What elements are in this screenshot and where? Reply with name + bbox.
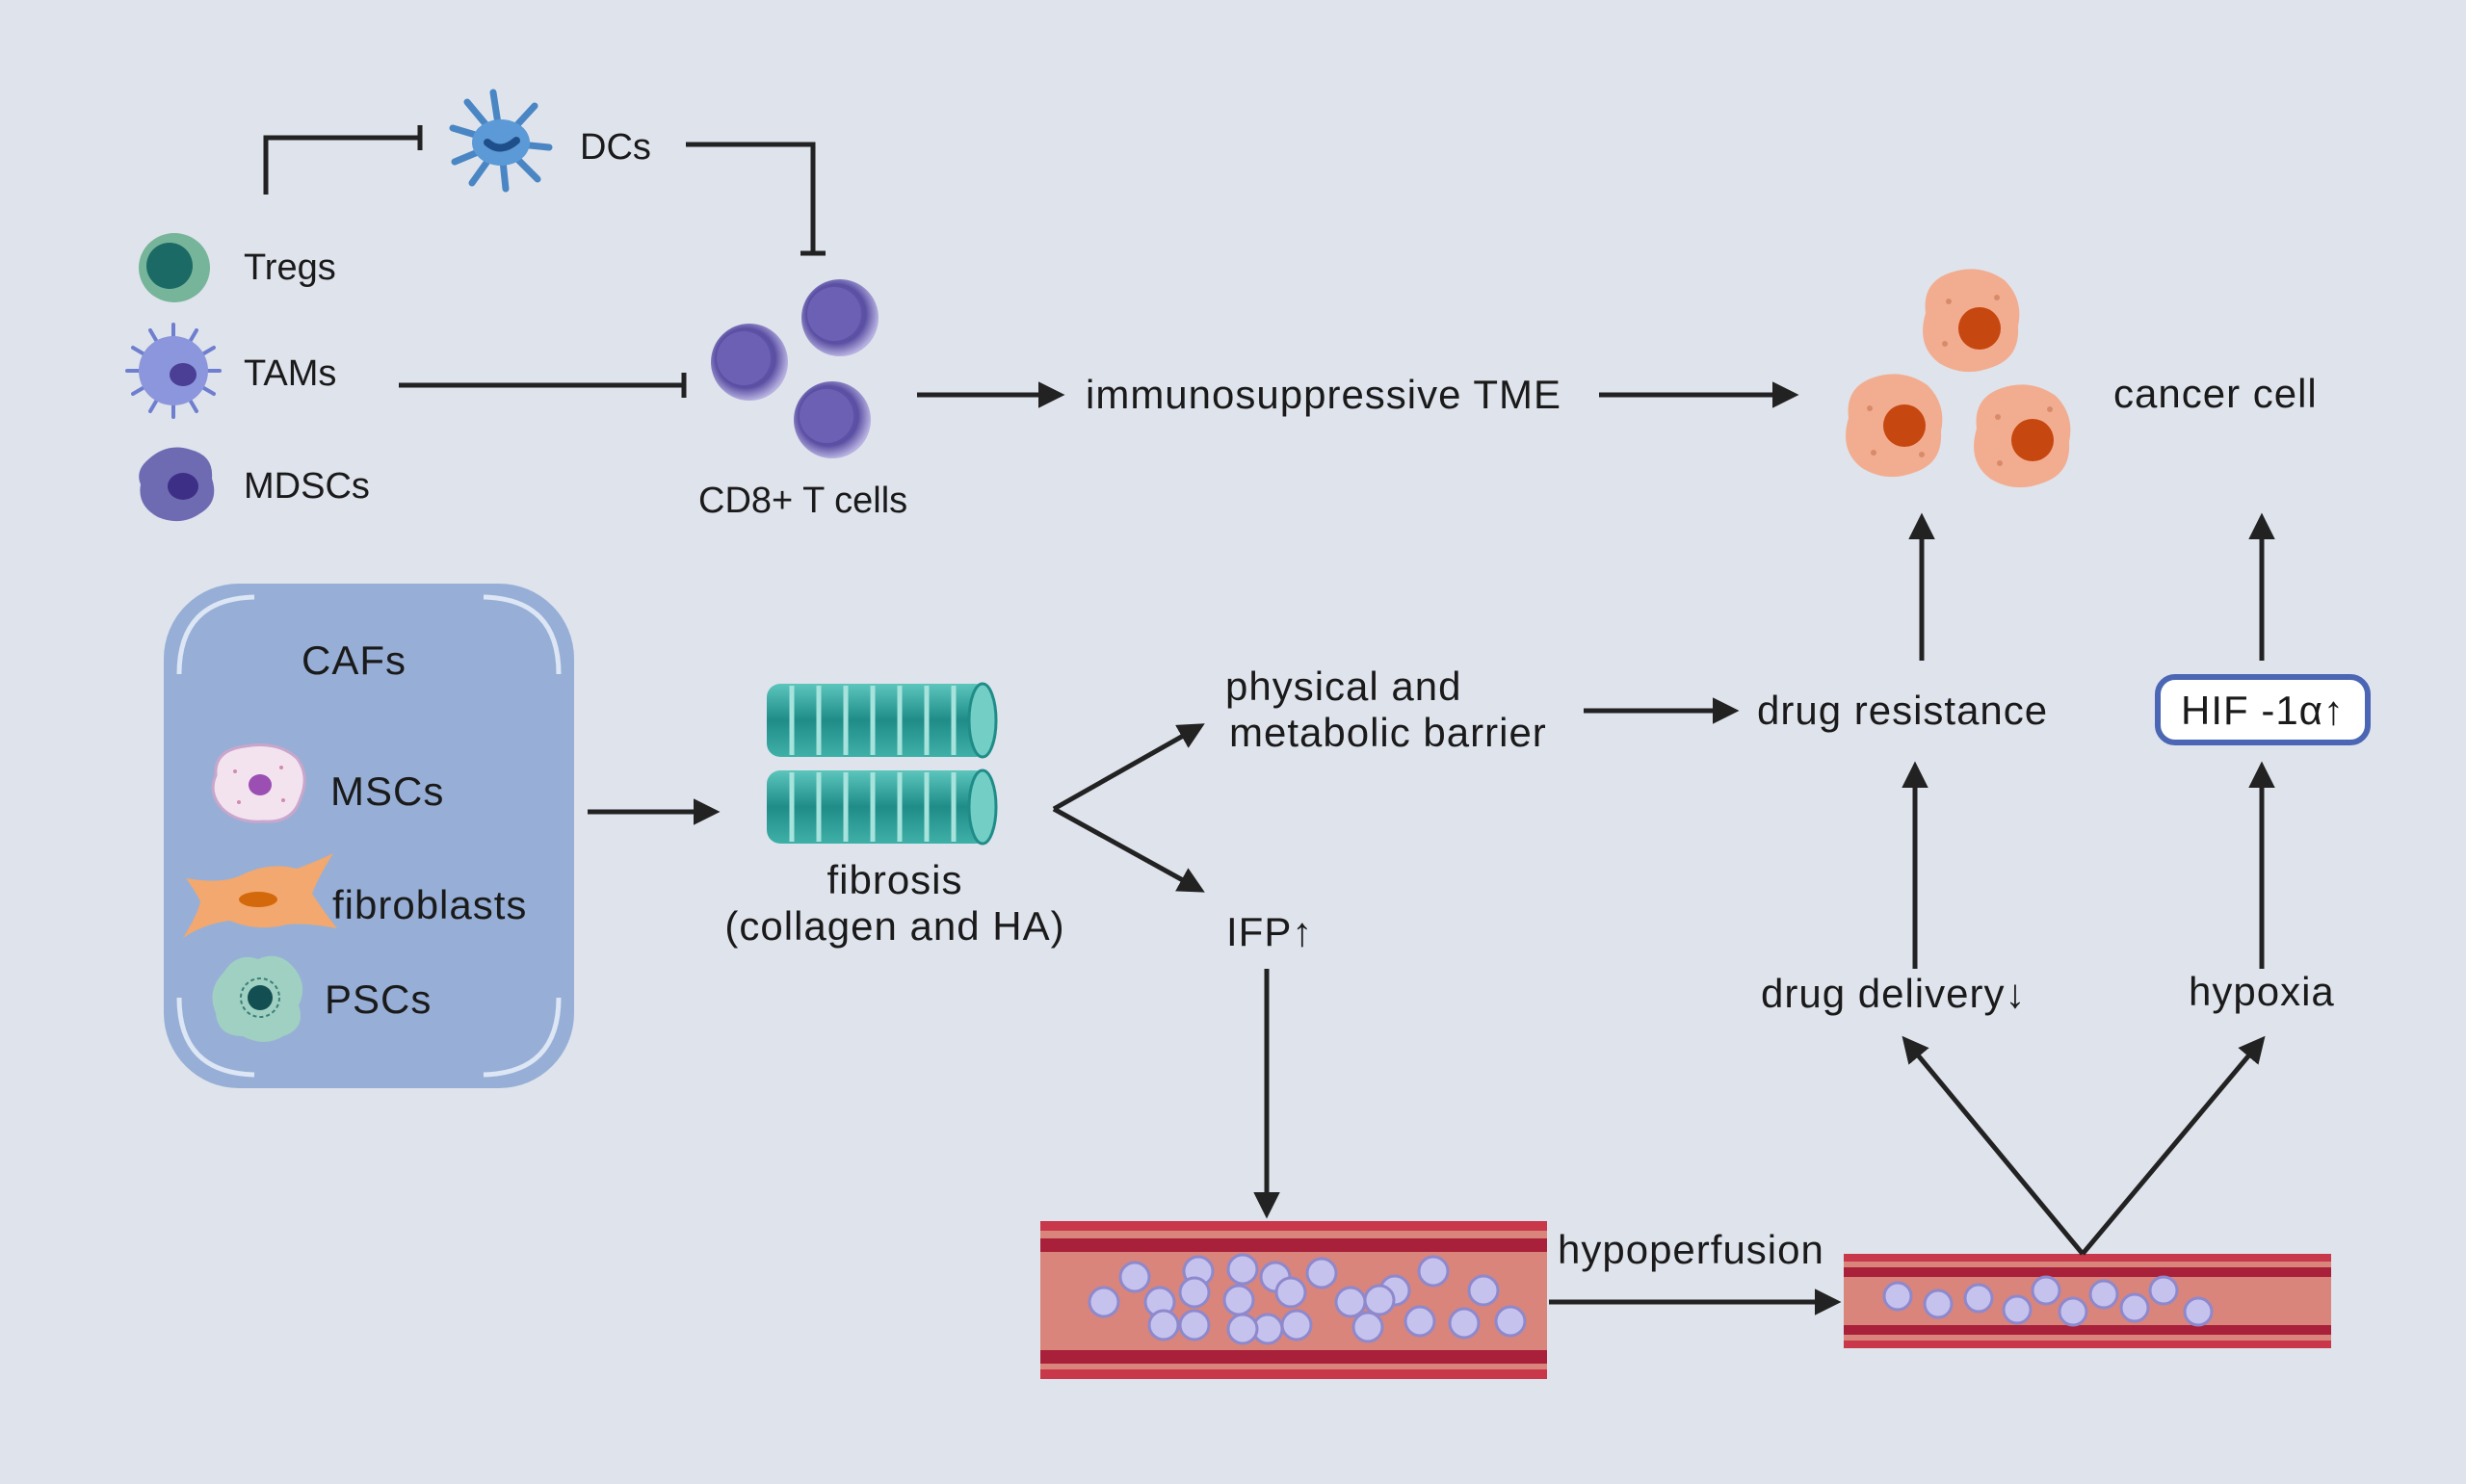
fibroblast-cell-icon bbox=[183, 853, 337, 938]
tregs-label: Tregs bbox=[244, 247, 336, 288]
drug-delivery-label: drug delivery↓ bbox=[1761, 971, 2026, 1016]
cd8-label: CD8+ T cells bbox=[698, 481, 907, 521]
mdscs-label: MDSCs bbox=[244, 466, 370, 507]
msc-label: MSCs bbox=[330, 768, 444, 814]
blood-vessel-icon bbox=[1844, 1254, 2331, 1348]
cd8-t-cell-icon bbox=[711, 279, 879, 458]
tam-cell-icon bbox=[125, 323, 222, 419]
fibrosis-line1: fibrosis bbox=[826, 857, 962, 902]
mdsc-cell-icon bbox=[139, 447, 215, 522]
cafs-title: CAFs bbox=[302, 638, 407, 683]
fibrosis-to-barrier-arrow bbox=[1052, 723, 1205, 812]
msc-cell-icon bbox=[211, 743, 306, 823]
tme-label: immunosuppressive TME bbox=[1086, 372, 1561, 417]
drug-resistance-label: drug resistance bbox=[1757, 688, 2048, 733]
dcs-label: DCs bbox=[580, 127, 651, 168]
hypoperfusion-label: hypoperfusion bbox=[1558, 1227, 1824, 1272]
cancer-cell-label: cancer cell bbox=[2113, 371, 2318, 416]
psc-cell-icon bbox=[212, 955, 303, 1042]
blood-vessel-icon bbox=[1040, 1221, 1547, 1379]
vessel-to-hypoxia-arrow bbox=[2081, 1035, 2266, 1256]
fibroblasts-label: fibroblasts bbox=[332, 882, 527, 927]
hif-label: HIF -1α↑ bbox=[2181, 688, 2345, 733]
fibrosis-to-ifp-arrow bbox=[1052, 806, 1205, 893]
collagen-fiber-icon bbox=[767, 682, 998, 846]
pscs-label: PSCs bbox=[325, 976, 432, 1022]
tams-label: TAMs bbox=[244, 353, 336, 394]
vessel-to-delivery-arrow bbox=[1902, 1035, 2085, 1256]
fibrosis-line2: (collagen and HA) bbox=[724, 903, 1064, 949]
tregs-inhibit-dcs-line bbox=[263, 135, 420, 195]
ifp-label: IFP↑ bbox=[1226, 909, 1313, 954]
treg-cell-icon bbox=[139, 233, 210, 302]
dendritic-cell-icon bbox=[449, 89, 553, 193]
hypoxia-label: hypoxia bbox=[2189, 969, 2335, 1014]
cancer-cell-icon bbox=[1846, 269, 2071, 488]
dcs-inhibit-cd8-line bbox=[686, 142, 816, 253]
hif-box bbox=[2155, 674, 2371, 745]
barrier-line2: metabolic barrier bbox=[1229, 710, 1547, 755]
barrier-line1: physical and bbox=[1225, 664, 1461, 709]
